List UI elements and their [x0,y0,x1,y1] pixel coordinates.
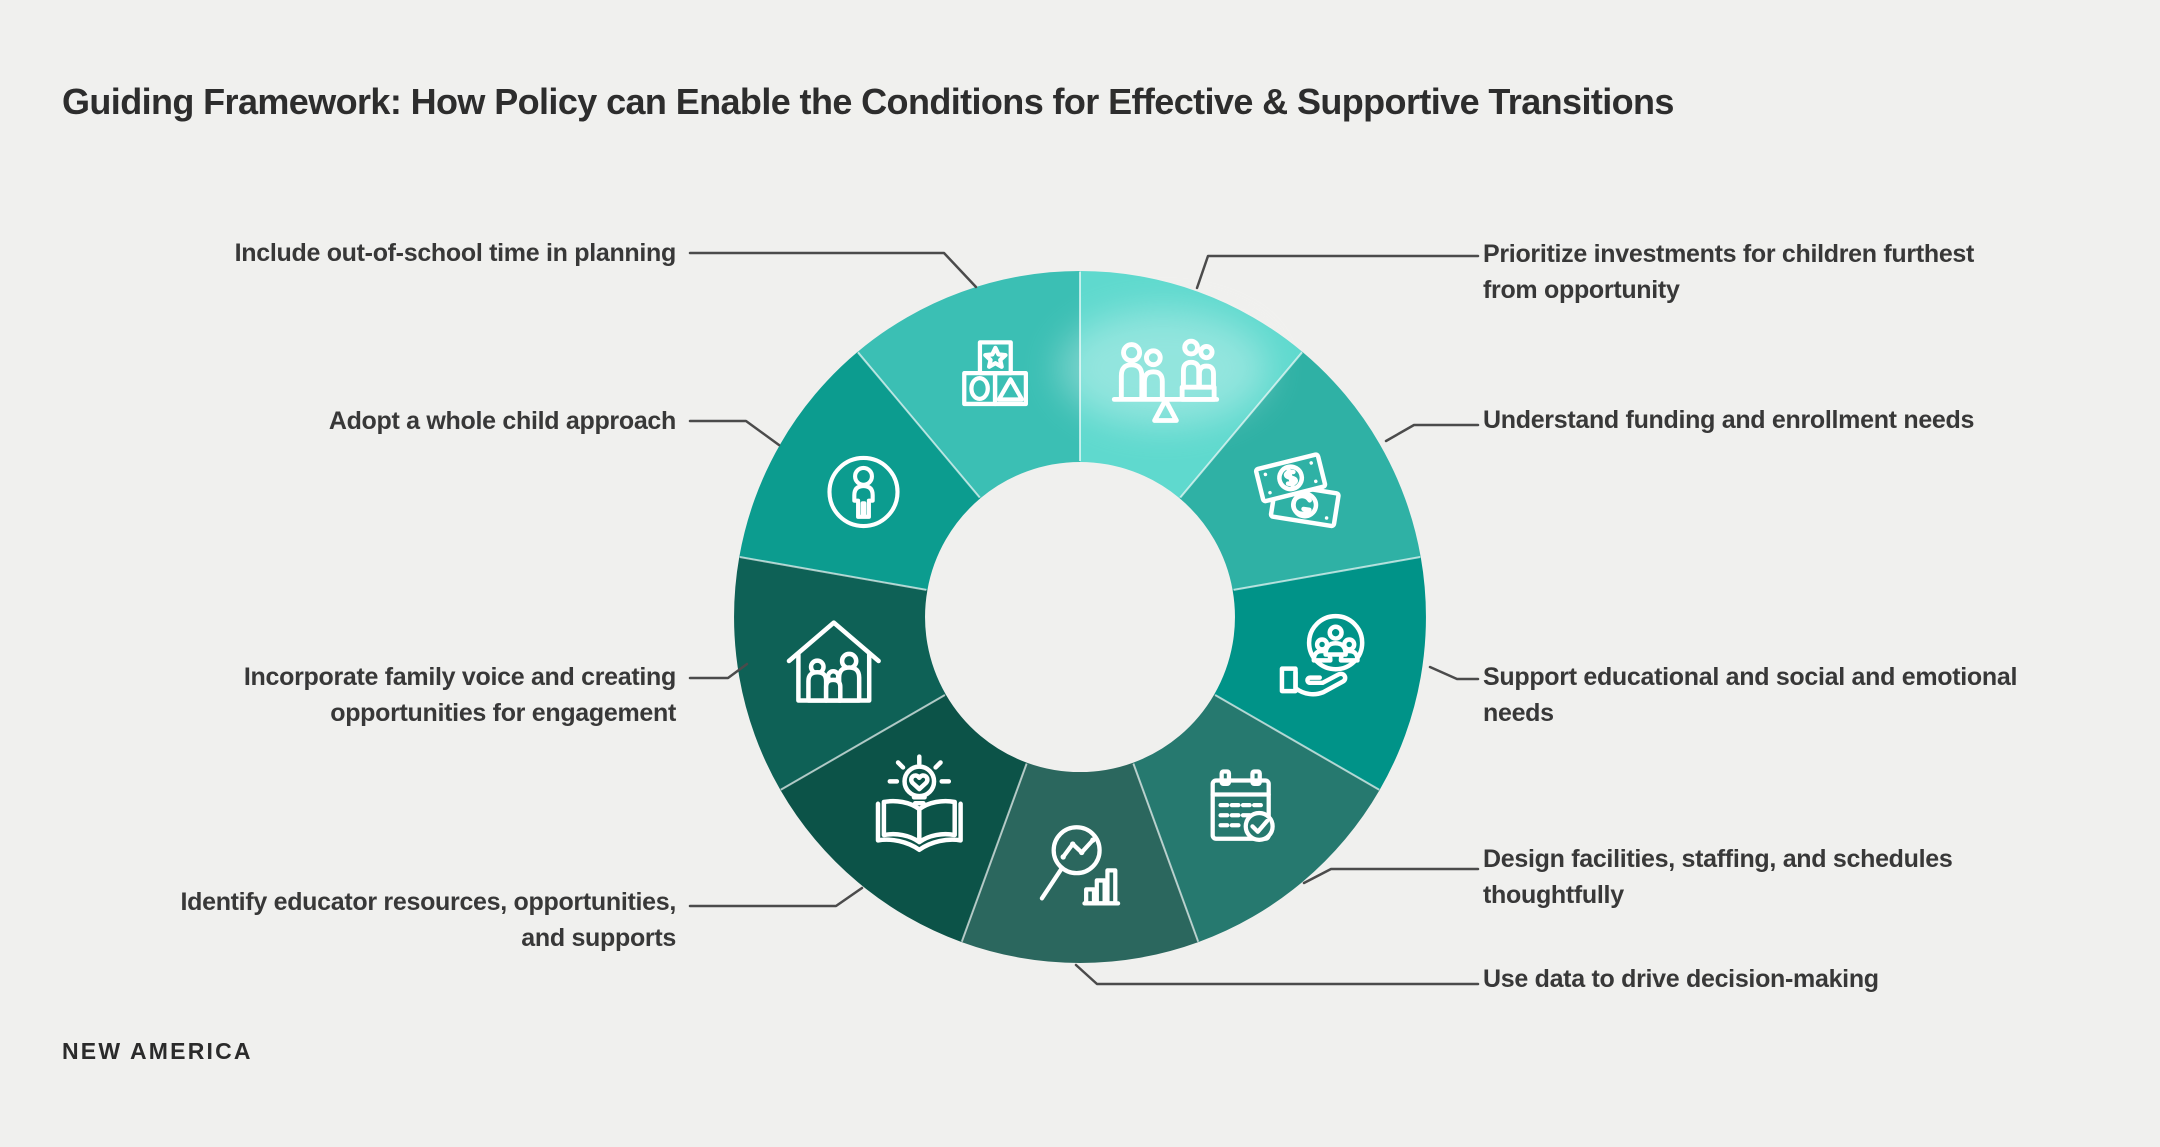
balance-people-icon [1111,338,1220,423]
callout-label-line: Incorporate family voice and creating [243,663,676,691]
segment-out-of-school-time [857,271,1080,499]
callout-label-line: thoughtfully [1483,880,1624,909]
connector-identify-educator-resources [688,886,864,908]
callout-label-whole-child: Adopt a whole child approach [56,404,676,440]
segment-separator [1132,763,1200,943]
callout-label-identify-educator-resources: Identify educator resources, opportuniti… [56,885,676,956]
connector-incorporate-family-voice [688,662,749,680]
connector-out-of-school-time [688,251,978,289]
callout-label-line: Use data to drive decision-making [1483,965,1879,993]
callout-label-out-of-school-time: Include out-of-school time in planning [56,236,677,272]
segment-separator [780,694,946,791]
callout-label-line: Understand funding and enrollment needs [1483,406,1975,434]
callout-label-support-needs: Support educational and social and emoti… [1483,660,2123,731]
callout-label-line: opportunities for engagement [330,698,676,727]
money-bills-icon [1253,452,1341,529]
callout-label-line: Adopt a whole child approach [328,407,676,435]
toy-blocks-icon [962,340,1028,407]
segment-separator [1214,694,1380,791]
connector-design-facilities [1302,867,1480,885]
segment-separator [857,351,981,499]
segment-use-data [961,762,1199,963]
callout-label-line: Include out-of-school time in planning [234,239,677,267]
data-chart-icon [1039,825,1121,906]
connector-use-data [1074,963,1480,986]
callout-label-use-data: Use data to drive decision-making [1483,962,2123,998]
callout-label-understand-funding: Understand funding and enrollment needs [1483,403,2123,439]
connector-whole-child [688,419,781,447]
segment-identify-educator-resources [780,694,1027,943]
segment-separator [1179,351,1303,499]
connector-understand-funding [1384,423,1480,443]
callout-label-line: Identify educator resources, opportuniti… [180,888,676,916]
callout-label-design-facilities: Design facilities, staffing, and schedul… [1483,842,2123,913]
segment-separator [960,763,1028,943]
book-lightbulb-icon [875,754,963,853]
callout-label-line: Support educational and social and emoti… [1483,663,2018,691]
callout-label-line: and supports [521,923,676,952]
callout-label-prioritize-investments: Prioritize investments for children furt… [1483,237,2123,308]
calendar-check-icon [1210,769,1275,842]
connector-prioritize-investments [1195,254,1480,290]
callout-label-line: needs [1483,698,1554,727]
segment-separator [739,556,927,591]
hand-people-icon [1279,613,1365,697]
segment-separator [1233,556,1421,591]
child-in-circle-icon [827,455,900,529]
brand-logo: NEW AMERICA [62,1038,253,1064]
page-title: Guiding Framework: How Policy can Enable… [62,81,1674,122]
callout-label-line: Prioritize investments for children furt… [1483,240,1975,268]
house-family-icon [786,620,881,703]
callout-label-incorporate-family-voice: Incorporate family voice and creating opp… [56,660,676,731]
connector-support-needs [1428,665,1480,681]
segment-support-needs [1214,556,1426,790]
callout-label-line: from opportunity [1483,275,1680,304]
callout-label-line: Design facilities, staffing, and schedul… [1483,845,1953,873]
